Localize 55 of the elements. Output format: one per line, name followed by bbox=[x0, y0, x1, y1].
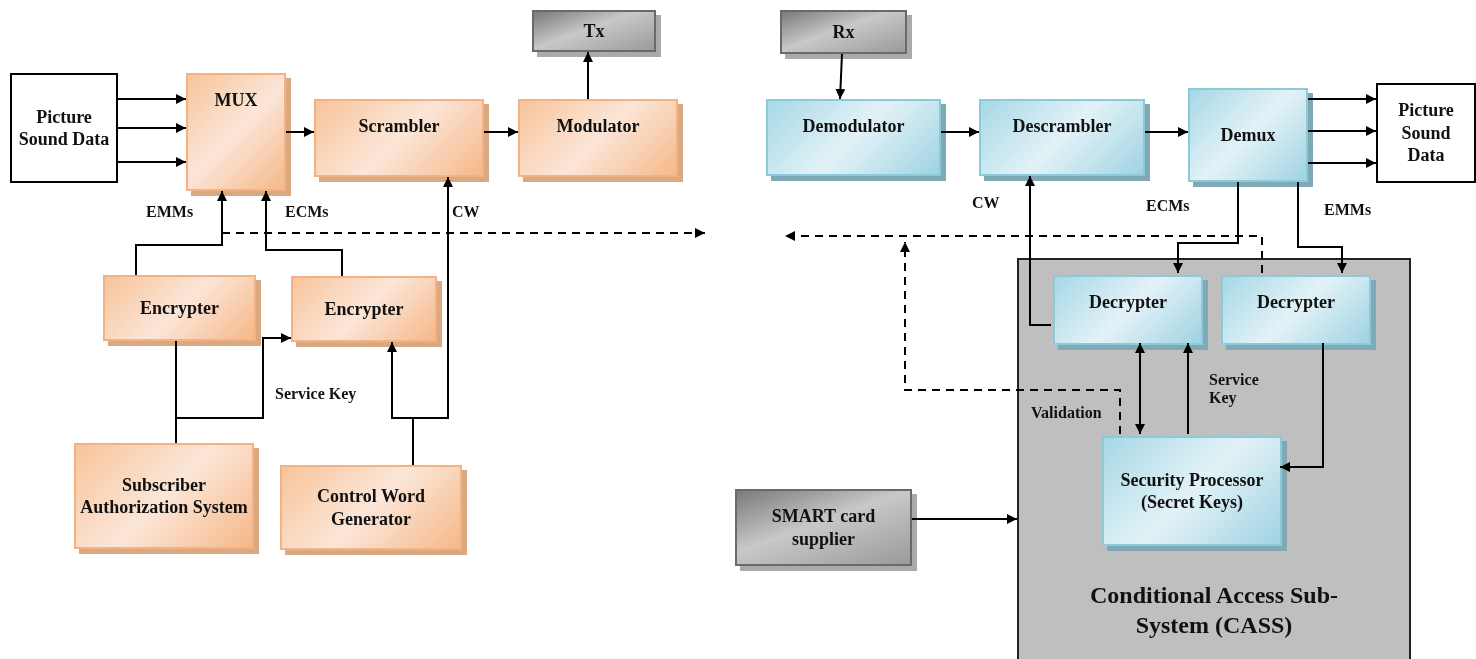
arrow bbox=[261, 190, 343, 277]
edge-label: Service Key bbox=[275, 385, 357, 403]
arrow bbox=[1307, 158, 1377, 168]
arrow bbox=[412, 176, 453, 466]
arrow bbox=[1307, 94, 1377, 104]
arrow bbox=[1183, 342, 1193, 435]
io-box bbox=[1376, 83, 1476, 183]
box-label: Encrypter bbox=[139, 296, 220, 320]
box-label: Security Processor (Secret Keys) bbox=[1119, 468, 1265, 514]
box-label: Modulator bbox=[555, 115, 641, 138]
io-box bbox=[10, 73, 118, 183]
box-label: Scrambler bbox=[357, 115, 441, 138]
box-label: Conditional Access Sub-System (CASS) bbox=[1088, 581, 1340, 640]
box-label: Picture Sound Data bbox=[17, 105, 111, 151]
box-label: Descrambler bbox=[1011, 115, 1113, 138]
dashed-arrow bbox=[900, 241, 1121, 435]
arrow bbox=[117, 123, 187, 133]
edge-label: CW bbox=[972, 194, 1000, 212]
arrow bbox=[1297, 181, 1347, 274]
arrow bbox=[940, 127, 980, 137]
box-label: Demodulator bbox=[801, 115, 906, 138]
arrow bbox=[285, 127, 315, 137]
box-label: Demux bbox=[1219, 123, 1277, 147]
edge-label: Service Key bbox=[1209, 371, 1260, 407]
edge-label: EMMs bbox=[146, 203, 194, 221]
box-label: Decrypter bbox=[1088, 291, 1168, 314]
arrow bbox=[117, 94, 187, 104]
edge-label: CW bbox=[452, 203, 480, 221]
arrow bbox=[583, 51, 593, 100]
arrow bbox=[175, 333, 292, 444]
box-label: MUX bbox=[213, 89, 259, 112]
arrow bbox=[1144, 127, 1189, 137]
edge-label: ECMs bbox=[1146, 197, 1190, 215]
arrow bbox=[483, 127, 519, 137]
box-label: Control Word Generator bbox=[316, 485, 426, 531]
box-label: Encrypter bbox=[323, 297, 405, 321]
arrow bbox=[1025, 175, 1052, 326]
arrow bbox=[835, 53, 846, 100]
box-label: Tx bbox=[582, 19, 606, 43]
arrow bbox=[1173, 181, 1239, 274]
edge-label: EMMs bbox=[1324, 201, 1372, 219]
box-label: Subscriber Authorization System bbox=[79, 473, 249, 519]
box-label: Decrypter bbox=[1256, 291, 1336, 314]
edge-label: Validation bbox=[1031, 404, 1102, 422]
box-label: SMART card supplier bbox=[770, 505, 877, 551]
box-label: Picture Sound Data bbox=[1397, 99, 1455, 168]
dashed-arrow bbox=[784, 231, 1263, 274]
arrow bbox=[911, 514, 1018, 524]
subsystem-panel bbox=[1017, 258, 1411, 659]
arrow bbox=[1135, 342, 1145, 435]
arrow bbox=[1279, 342, 1324, 472]
edge-label: ECMs bbox=[285, 203, 329, 221]
arrow bbox=[117, 157, 187, 167]
arrow bbox=[1307, 126, 1377, 136]
box-label: Rx bbox=[831, 20, 856, 44]
